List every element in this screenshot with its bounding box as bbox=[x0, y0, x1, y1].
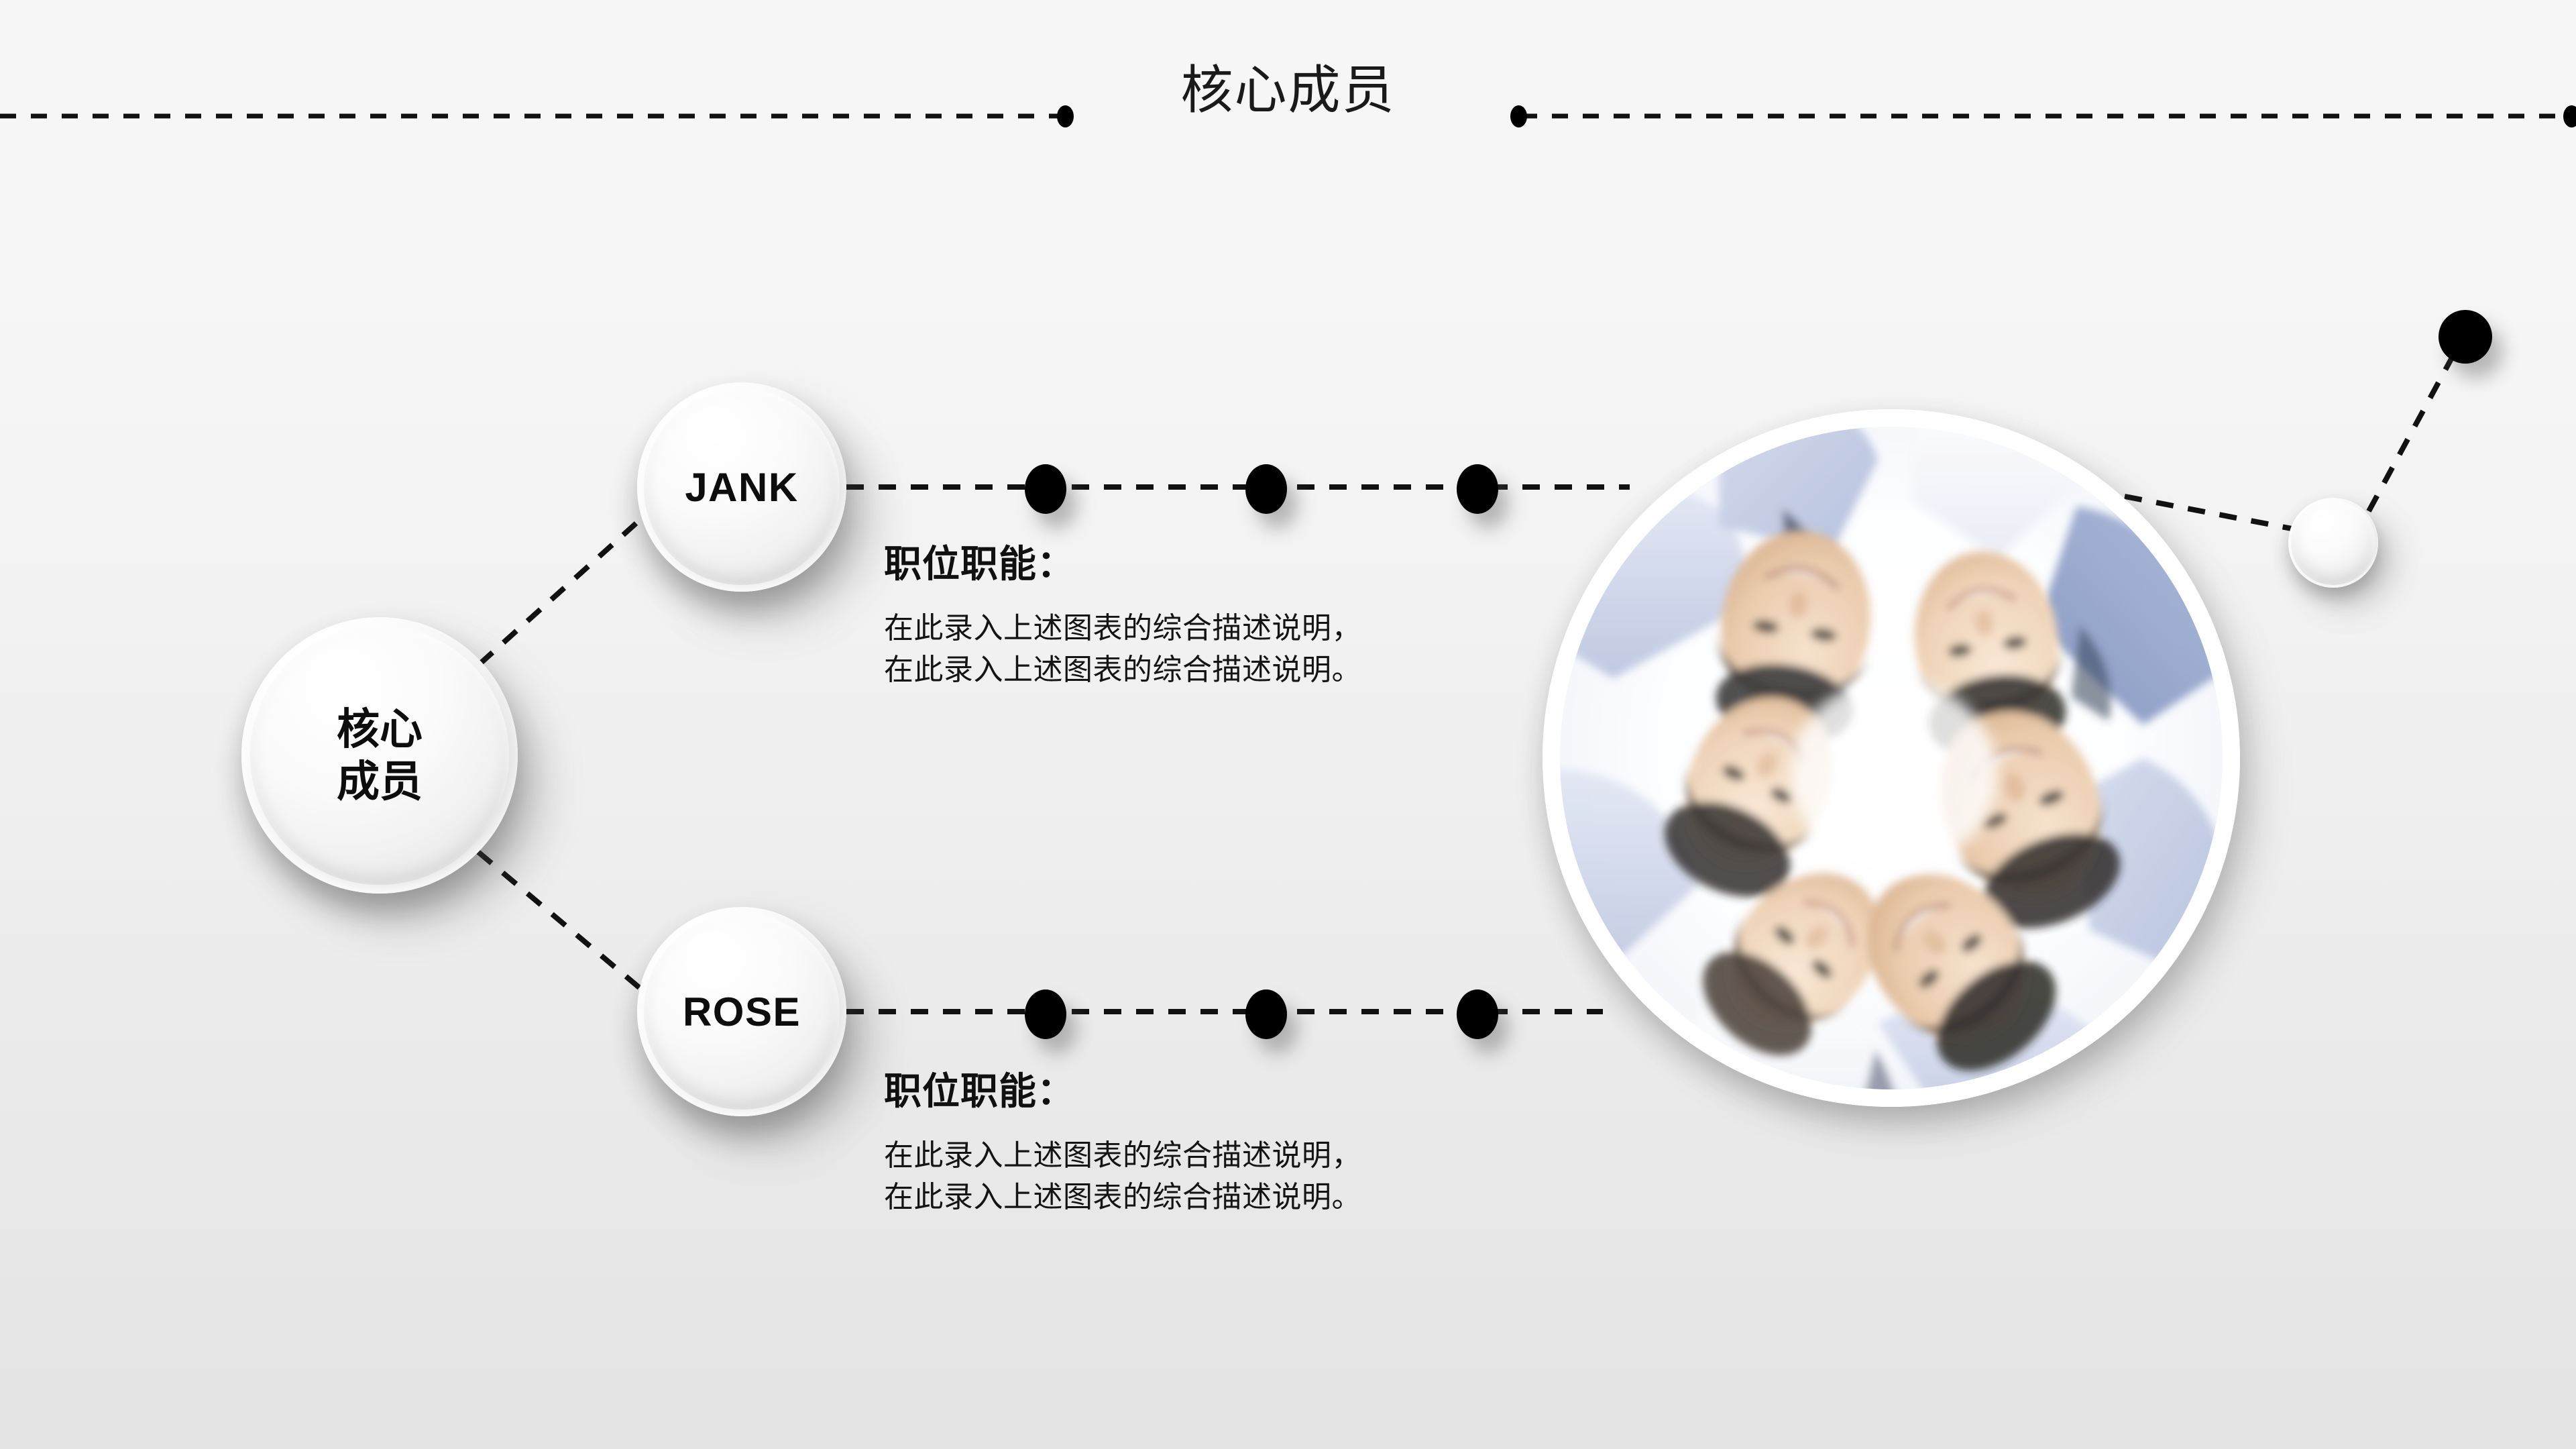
header-dot-left bbox=[1057, 105, 1074, 127]
member-node-jank-label: JANK bbox=[685, 464, 799, 510]
rail-dot-rose-2 bbox=[1245, 989, 1287, 1039]
rail-dot-rose-1 bbox=[1025, 989, 1066, 1039]
member-node-jank[interactable]: JANK bbox=[637, 382, 846, 592]
info-block-jank-line-2: 在此录入上述图表的综合描述说明。 bbox=[884, 653, 1361, 687]
core-member-node-label: 核心 成员 bbox=[337, 703, 423, 808]
member-node-rose[interactable]: ROSE bbox=[637, 907, 846, 1116]
header-dot-far-right bbox=[2563, 105, 2576, 127]
team-huddle-illustration bbox=[1560, 427, 2223, 1089]
core-label-line-1: 核心 bbox=[337, 704, 423, 753]
connector-small-node-to-dot bbox=[2366, 358, 2454, 513]
team-photo-image bbox=[1560, 427, 2223, 1089]
team-photo-circle[interactable] bbox=[1543, 409, 2240, 1107]
info-block-jank-title: 职位职能： bbox=[884, 543, 1075, 585]
core-label-line-2: 成员 bbox=[337, 757, 423, 806]
info-block-rose-line-1: 在此录入上述图表的综合描述说明， bbox=[884, 1138, 1361, 1172]
info-block-jank-line-1: 在此录入上述图表的综合描述说明， bbox=[884, 611, 1361, 645]
info-block-rose-title: 职位职能： bbox=[884, 1070, 1075, 1112]
rail-dot-jank-2 bbox=[1245, 464, 1287, 514]
decorative-small-node[interactable] bbox=[2288, 498, 2378, 588]
core-member-node[interactable]: 核心 成员 bbox=[241, 617, 518, 894]
info-block-rose-line-2: 在此录入上述图表的综合描述说明。 bbox=[884, 1181, 1361, 1214]
rail-dot-rose-3 bbox=[1457, 989, 1498, 1039]
rail-dot-jank-1 bbox=[1025, 464, 1066, 514]
info-block-jank: 职位职能： 在此录入上述图表的综合描述说明， 在此录入上述图表的综合描述说明。 bbox=[884, 543, 1361, 692]
info-block-rose: 职位职能： 在此录入上述图表的综合描述说明， 在此录入上述图表的综合描述说明。 bbox=[884, 1071, 1361, 1219]
member-node-rose-label: ROSE bbox=[682, 989, 801, 1034]
page-title: 核心成员 bbox=[1180, 60, 1396, 119]
header-band: 核心成员 bbox=[0, 0, 2576, 221]
rail-dot-jank-3 bbox=[1457, 464, 1498, 514]
accent-dot-top-right bbox=[2439, 310, 2492, 364]
header-dot-right bbox=[1510, 105, 1527, 127]
